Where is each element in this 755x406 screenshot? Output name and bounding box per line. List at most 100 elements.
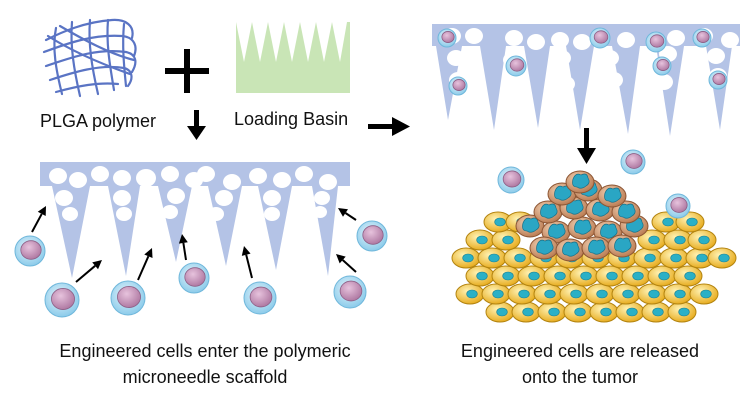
scaffold-pore: [314, 191, 330, 205]
tumor-cell: [477, 247, 507, 269]
pointer-arrow-icon: [241, 246, 253, 279]
tumor-cell: [637, 283, 667, 305]
scaffold-pore: [197, 166, 215, 182]
cell-icon: [692, 28, 712, 48]
cell-icon: [437, 28, 457, 48]
cancer-cell: [611, 200, 641, 224]
scaffold-pore: [91, 166, 109, 182]
tumor-cell: [663, 283, 693, 305]
tumor-cell: [491, 229, 521, 251]
cell-icon: [333, 275, 367, 309]
tumor-cell: [533, 283, 563, 305]
right-arrow-icon: [368, 117, 410, 136]
scaffold-pore: [113, 170, 131, 186]
scaffold-pore: [62, 207, 78, 221]
pointer-arrows: [31, 206, 357, 283]
tumor-cell: [451, 247, 481, 269]
entering-cells: [14, 220, 388, 318]
tumor-cell: [481, 283, 511, 305]
cell-icon: [708, 70, 728, 90]
cell-icon: [178, 262, 210, 294]
tumor-cell: [465, 229, 495, 251]
tumor-cell: [667, 301, 697, 323]
right-caption-line1: Engineered cells are released: [460, 341, 700, 361]
scaffold-pore: [319, 174, 337, 190]
tumor-cell: [455, 283, 485, 305]
release-down-arrow-icon: [577, 128, 596, 164]
scaffold-pore: [295, 166, 313, 182]
tumor-cell: [507, 283, 537, 305]
tumor-cell: [689, 283, 719, 305]
scaffold-pore: [113, 190, 131, 206]
scaffold-pore: [617, 32, 635, 48]
tumor-cell: [543, 265, 573, 287]
tumor-cell: [615, 301, 645, 323]
left-caption-line2: microneedle scaffold: [122, 367, 288, 387]
cell-icon: [14, 235, 46, 267]
scaffold-pore: [49, 168, 67, 184]
scaffold-pore: [264, 207, 280, 221]
cell-icon: [356, 220, 388, 252]
tumor-cell: [585, 283, 615, 305]
scaffold-pore: [553, 50, 571, 66]
right-caption: Engineered cells are released onto the t…: [430, 338, 730, 390]
tumor-cell: [483, 211, 513, 233]
pointer-arrow-icon: [75, 260, 102, 283]
scaffold-pore: [223, 174, 241, 190]
loading-basin-mold: [236, 22, 350, 93]
scaffold-pore: [721, 32, 739, 48]
tumor-cell: [537, 301, 567, 323]
tumor-cell: [673, 265, 703, 287]
tumor-cell: [633, 247, 663, 269]
cell-icon: [448, 76, 468, 96]
tumor-cell: [559, 283, 589, 305]
scaffold-pore: [503, 82, 521, 98]
cancer-cell: [581, 236, 611, 260]
loading-basin-label: Loading Basin: [234, 109, 349, 129]
scaffold-pore: [505, 30, 523, 46]
scaffold-pore: [573, 34, 591, 50]
tumor-cell: [563, 301, 593, 323]
scaffold-pore: [162, 205, 178, 219]
plga-polymer-label: PLGA polymer: [40, 111, 157, 131]
scaffold-pore: [55, 190, 73, 206]
cancer-cell: [529, 236, 559, 260]
cell-icon: [243, 281, 277, 315]
tumor-cell: [707, 247, 737, 269]
scaffold-pore: [116, 207, 132, 221]
cancer-cell: [607, 234, 637, 258]
cell-icon: [589, 27, 611, 49]
scaffold-pore: [601, 50, 619, 66]
plus-icon: [165, 49, 209, 93]
scaffold-pore: [161, 166, 179, 182]
tumor-cell: [647, 265, 677, 287]
tumor-cell: [511, 301, 541, 323]
tumor-cell: [589, 301, 619, 323]
cell-icon: [652, 56, 672, 76]
tumor-cell: [637, 229, 667, 251]
tumor-cell: [663, 229, 693, 251]
scaffold-pore: [263, 190, 281, 206]
cell-icon: [645, 31, 667, 53]
pointer-arrow-icon: [338, 208, 357, 221]
cancer-cell: [565, 170, 595, 194]
cell-icon: [665, 193, 691, 219]
scaffold-pore: [557, 76, 575, 92]
down-arrow-icon: [187, 110, 206, 140]
scaffold-pore: [465, 28, 483, 44]
scaffold-pore: [447, 50, 465, 66]
pointer-arrow-icon: [336, 254, 357, 273]
tumor-cell: [503, 247, 533, 269]
scaffold-pore: [667, 30, 685, 46]
pointer-arrow-icon: [178, 234, 188, 261]
tumor-cell: [485, 301, 515, 323]
left-caption-line1: Engineered cells enter the polymeric: [59, 341, 351, 361]
scaffold-pore: [313, 206, 327, 218]
tumor-cell: [621, 265, 651, 287]
cell-icon: [110, 280, 146, 316]
plga-mesh-icon: [42, 18, 137, 98]
scaffold-pore: [527, 34, 545, 50]
tumor-cell: [641, 301, 671, 323]
cell-icon: [497, 166, 525, 194]
